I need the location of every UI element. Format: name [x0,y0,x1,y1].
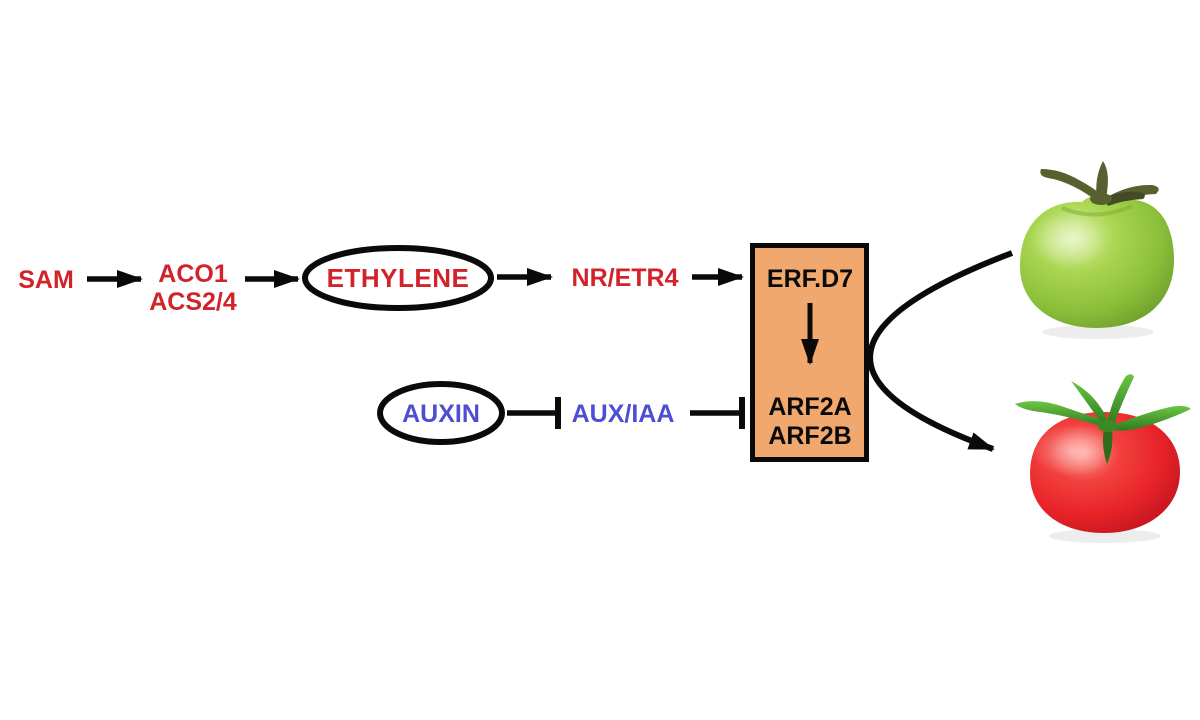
green-tomato-crease [1061,204,1133,217]
red-tomato-icon [1015,374,1191,543]
node-label-ethylene: ETHYLENE [327,263,470,293]
green-tomato-shadow [1042,325,1154,339]
node-label-arf2b: ARF2B [768,422,851,450]
green-tomato-icon [1020,161,1174,339]
node-label-auxin: AUXIN [402,400,480,428]
green-tomato-highlight [1028,212,1108,268]
node-label-erfd7: ERF.D7 [767,265,853,293]
auxin-ellipse [377,381,505,445]
ethylene-ellipse [302,245,494,311]
node-label-acs24: ACS2/4 [149,288,237,316]
red-tomato-calyx [1015,374,1191,464]
node-label-auxiaa: AUX/IAA [572,400,675,428]
red-tomato-highlight [1030,424,1114,476]
node-label-sam: SAM [18,266,74,294]
node-label-arf2a: ARF2A [768,393,851,421]
red-tomato-shadow [1049,529,1161,543]
curved-arrow-to-ripe-tomato [867,250,1014,452]
green-tomato-calyx [1040,161,1159,206]
node-label-nretr4: NR/ETR4 [572,264,679,292]
node-label-aco1: ACO1 [158,260,228,288]
